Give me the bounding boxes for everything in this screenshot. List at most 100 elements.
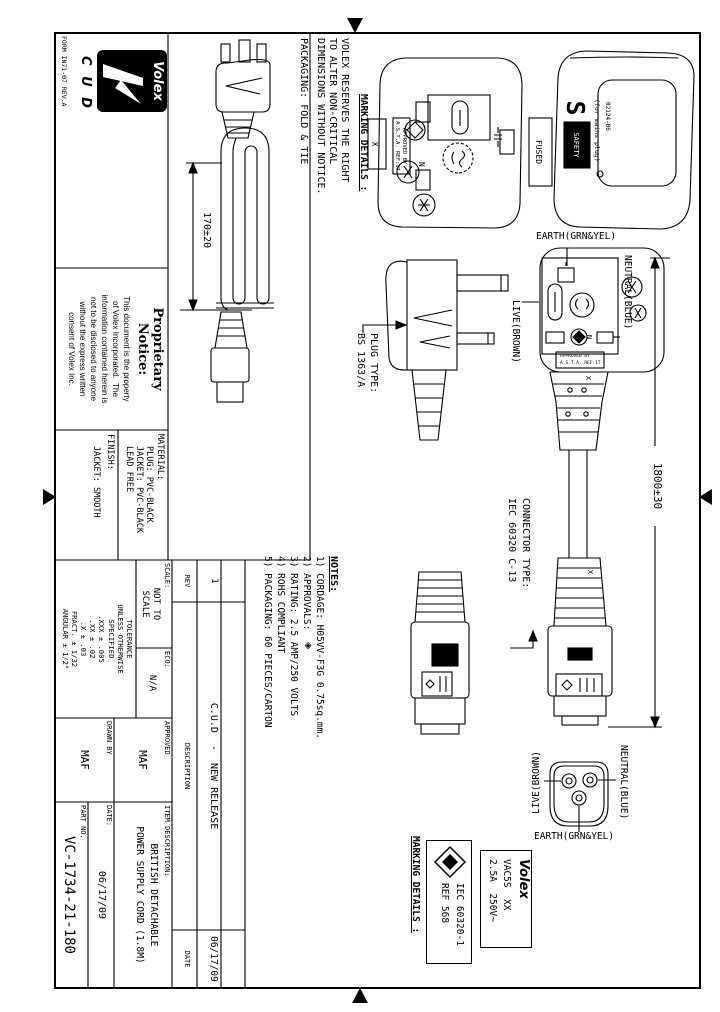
volex-logo: Volex <box>97 50 167 112</box>
dimension-1800 <box>608 256 670 729</box>
proprietary-body-line2: of Volex Incorporated. The <box>111 301 120 397</box>
finish-title: FINISH: <box>105 434 115 470</box>
revision-date: 06/17/09 <box>208 936 219 982</box>
proprietary-body-line6: consent of Volex Inc. <box>67 312 76 386</box>
plug-top-caption: (for mains plug) <box>593 99 601 162</box>
wire-leaders <box>522 248 620 338</box>
eco-value: N/A <box>147 674 157 692</box>
approved-label: APPROVED <box>163 721 171 755</box>
tolerance-line6: .X ± .03 <box>79 621 88 657</box>
face-approved-line1: APPROVED BY <box>401 128 407 165</box>
live-face-label: LIVE(BROWN) <box>531 751 543 814</box>
proprietary-body-line3: information contained herein is <box>100 294 109 404</box>
fused-label: FUSED <box>534 140 543 164</box>
tolerance-line7: FRACT. ± 1/32 <box>70 610 79 668</box>
live-wire-label: LIVE(BROWN) <box>510 300 521 363</box>
date2-value: 06/17/09 <box>96 870 107 920</box>
earth-face-label: EARTH(GRN&YEL) <box>534 831 615 842</box>
connector-type-value: IEC 60320 C-13 <box>506 498 517 583</box>
title-block-grid <box>55 560 246 988</box>
tail-length-dimension: 170±20 <box>201 212 212 249</box>
proprietary-body-line1: This document is the property <box>122 296 131 402</box>
asta-diamond-logo-icon <box>433 845 467 879</box>
marking-rating: 2.5A 250V~ <box>487 859 498 922</box>
tolerance-line3: SPECIFIED <box>107 619 116 659</box>
item-description-label: ITEM DESCRIPTION: <box>163 805 171 877</box>
material-line2: JACKET: PVC-BLACK <box>134 446 144 533</box>
rear-n-label: N <box>585 335 593 339</box>
note-line-4: 4) ROHS COMPLIANT <box>275 556 286 654</box>
partition-lines <box>55 33 311 561</box>
reserves-note-line3: DIMENSIONS WITHOUT NOTICE. <box>315 38 326 195</box>
cord-length-dimension: 1800±30 <box>651 462 664 510</box>
scale-value-line2: SCALE <box>140 590 150 618</box>
revision-description: C.U.D - NEW RELEASE <box>208 702 219 830</box>
item-description-line2: POWER SUPPLY CORD (1.8M) <box>134 826 145 964</box>
reserves-note-line1: VOLEX RESERVES THE RIGHT <box>339 38 350 183</box>
rev-header: REV <box>183 574 191 588</box>
face-n-label: N <box>417 162 426 167</box>
iec-marking-box: IEC 60320-1 REF 568 <box>426 840 472 964</box>
safety-box-label: SAFETY <box>572 132 580 158</box>
note-line-2: 2) APPROVALS: <box>301 556 312 631</box>
neutral-face-label: NEUTRAL(BLUE) <box>618 745 629 820</box>
plug-type-label: PLUG TYPE: <box>368 333 379 394</box>
drawn-by-value: MAF <box>78 750 91 770</box>
plug-marking-details-title: MARKING DETAILS : <box>358 94 369 192</box>
tolerance-line4: .XXX ± .005 <box>97 615 106 663</box>
c13-x-label: X <box>586 570 594 575</box>
material-line1: PLUG: PVC-BLACK <box>144 446 154 523</box>
face-approved-line2: A.S.T.A. REF:17 <box>394 121 400 171</box>
c13-side-view <box>410 571 470 735</box>
note-line-5: 5) PACKAGING: 60 PIECES/CARTON <box>262 556 273 728</box>
earth-wire-label: EARTH(GRN&YEL) <box>536 231 617 242</box>
proprietary-title-line1: Proprietary <box>150 307 165 391</box>
rev-value: 1 <box>209 578 219 584</box>
connector-face-view <box>544 761 616 832</box>
volex-v-icon <box>103 64 143 104</box>
neutral-wire-label: NEUTRAL(BLUE) <box>622 255 633 330</box>
notes-title: NOTES: <box>328 556 339 593</box>
registration-arrow-icons <box>43 18 712 1003</box>
eco-label: ECO: <box>163 651 171 668</box>
plug-rear-view <box>539 247 665 558</box>
cord-overview <box>210 39 274 403</box>
marking-standard: IEC 60320-1 <box>454 883 465 946</box>
material-line3: LEAD FREE <box>124 446 134 493</box>
dimension-170 <box>180 161 252 312</box>
sheet-frame <box>54 32 701 989</box>
safety-s-mark-icon: S <box>561 100 590 115</box>
part-number-value: VC-1734-21-180 <box>61 835 77 954</box>
drawn-by-label: DRAWN BY <box>105 721 113 755</box>
description-header: DESCRIPTION <box>183 742 191 790</box>
scale-value-line1: NOT TO <box>151 587 161 621</box>
connector-type-leader <box>510 629 538 649</box>
plug-top-view <box>528 50 695 230</box>
connector-marking-box: Volex VAC5S XX 2.5A 250V~ <box>480 850 532 948</box>
plug-top-digits: 02124-06 <box>604 102 611 131</box>
note-line-3: 3) RATING: 2.5 AMP/250 VOLTS <box>288 556 299 717</box>
material-title: MATERIAL: <box>155 434 165 481</box>
c13-rear-view <box>547 557 613 726</box>
plug-type-value: BS 1363/A <box>355 333 366 388</box>
date-header: DATE <box>183 950 191 968</box>
reserves-note-line2: TO ALTER NON-CRITICAL <box>327 38 338 165</box>
marking-model: VAC5S XX <box>501 859 512 911</box>
proprietary-title-line2: Notice: <box>135 322 150 376</box>
plug-side-view <box>385 259 509 441</box>
marking-ref: REF 568 <box>439 883 450 924</box>
face-x-label: X <box>370 142 379 147</box>
rear-approved-line1: APPROVED BY <box>560 353 590 359</box>
finish-line1: JACKET: SMOOTH <box>91 446 101 518</box>
packaging-note: PACKAGING: FOLD & TIE <box>298 38 309 165</box>
approved-value: MAF <box>136 750 149 770</box>
cud-label: C U D <box>78 56 93 111</box>
plug-type-leader <box>362 320 408 333</box>
rear-approved-line2: A.S.T.A. REF:17 <box>560 360 601 366</box>
tolerance-line8: ANGULAR ± 1/2° <box>61 608 70 670</box>
item-description-line1: BRITISH DETACHABLE <box>148 843 159 947</box>
plug-face-view <box>367 57 523 229</box>
